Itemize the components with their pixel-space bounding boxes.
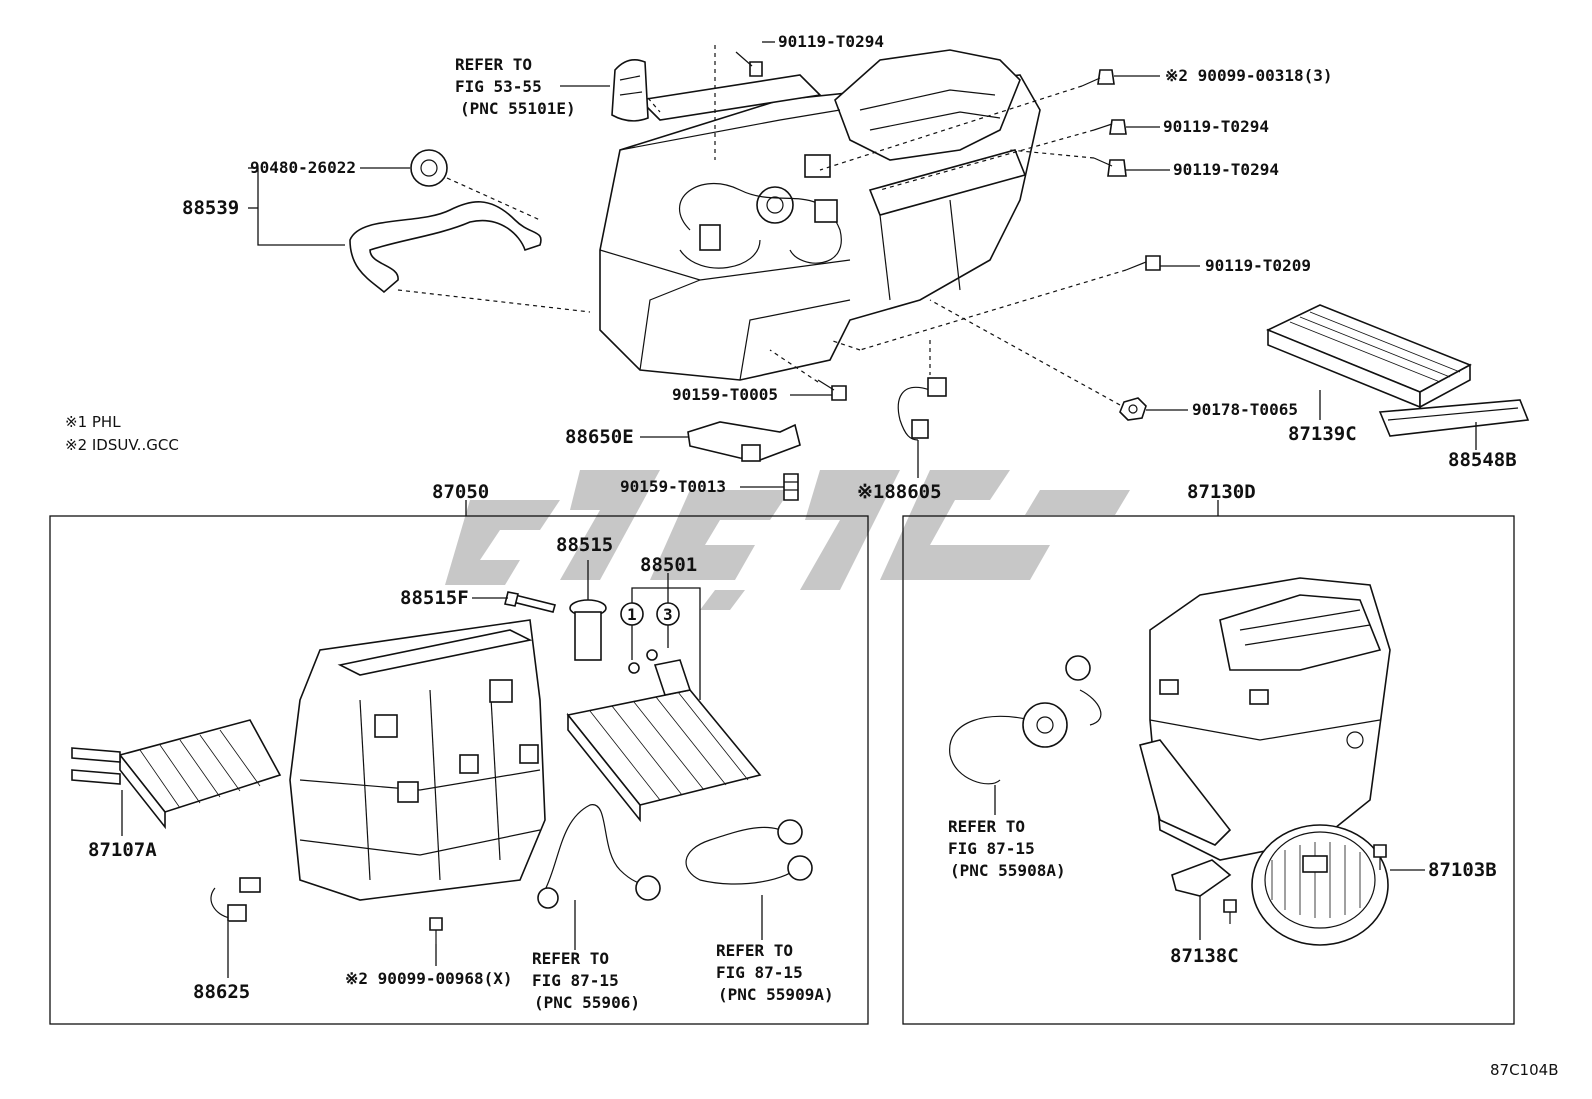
refer-fig53-line3: (PNC 55101E) — [460, 99, 576, 118]
label-90119-T0209: 90119-T0209 — [1205, 256, 1311, 275]
refer-55906-line2: FIG 87-15 — [532, 971, 619, 990]
refer-fig53-line1: REFER TO — [455, 55, 532, 74]
label-87103B: 87103B — [1428, 859, 1497, 881]
evaporator-part — [566, 659, 762, 823]
sensor-part — [687, 421, 801, 462]
label-87107A: 87107A — [88, 839, 157, 861]
label-90119-T0294-b: 90119-T0294 — [1163, 117, 1269, 136]
o-ring-part — [628, 649, 658, 674]
label-90480-26022: 90480-26022 — [250, 158, 356, 177]
box-87050-title: 87050 — [432, 481, 489, 503]
note-2: ※2 IDSUV..GCC — [65, 436, 179, 454]
diagram-id: 87C104B — [1490, 1061, 1558, 1079]
refer-fig53-line2: FIG 53-55 — [455, 77, 542, 96]
watermark-logo — [445, 470, 1130, 610]
bolt-icon — [1093, 157, 1127, 177]
label-90099-00318: ※2 90099-00318(3) — [1165, 66, 1333, 85]
bolt-icon — [817, 379, 847, 401]
callout-circle-3: 3 — [656, 602, 680, 626]
callout-1-text: 1 — [627, 605, 637, 624]
box-87050: 87050 — [49, 481, 869, 1025]
callout-3-text: 3 — [663, 605, 673, 624]
expansion-valve-part — [569, 599, 607, 661]
blower-motor-part — [1251, 824, 1389, 946]
resistor-part — [1171, 859, 1232, 897]
label-88501: 88501 — [640, 554, 697, 576]
connector-part — [210, 877, 261, 922]
refer-55908A-line3: (PNC 55908A) — [950, 861, 1066, 880]
notes: ※1 PHL ※2 IDSUV..GCC — [65, 413, 179, 454]
note-1: ※1 PHL — [65, 413, 121, 431]
dashed-leader-lines — [397, 45, 1127, 406]
label-88539: 88539 — [182, 197, 239, 219]
label-87138C: 87138C — [1170, 945, 1239, 967]
wire-sensor-part — [685, 819, 813, 885]
top-labels: REFER TO FIG 53-55 (PNC 55101E) 90119-T0… — [182, 32, 1517, 503]
nut-icon — [1119, 397, 1147, 421]
label-90119-T0294-a: 90119-T0294 — [778, 32, 884, 51]
bolt-icon — [1093, 119, 1127, 135]
wire-sensor-part — [537, 804, 661, 909]
label-88515: 88515 — [556, 534, 613, 556]
cabin-filter-part — [1266, 304, 1472, 409]
callout-circle-1: 1 — [620, 602, 644, 626]
screw-icon — [1223, 899, 1237, 924]
bolt-icon — [783, 473, 799, 501]
label-90159-T0005: 90159-T0005 — [672, 385, 778, 404]
refer-55909A-line3: (PNC 55909A) — [718, 985, 834, 1004]
filter-cover-part — [1378, 399, 1530, 437]
label-88650E: 88650E — [565, 426, 634, 448]
label-88605: ※188605 — [857, 481, 942, 503]
label-87139C: 87139C — [1288, 423, 1357, 445]
hose-part — [349, 201, 542, 294]
refer-55906-line3: (PNC 55906) — [534, 993, 640, 1012]
wire-sensor-part — [949, 655, 1102, 785]
label-90159-T0013: 90159-T0013 — [620, 477, 726, 496]
bolt-icon — [735, 51, 763, 77]
blower-case-part — [1139, 577, 1391, 861]
screw-icon — [429, 917, 443, 944]
refer-55909A-line1: REFER TO — [716, 941, 793, 960]
label-88548B: 88548B — [1448, 449, 1517, 471]
heater-case-part — [289, 619, 546, 901]
refer-55906-line1: REFER TO — [532, 949, 609, 968]
grommet-part — [410, 149, 448, 187]
screw-icon — [1373, 844, 1387, 870]
box-87130D: 87130D — [902, 481, 1515, 1025]
label-88515F: 88515F — [400, 587, 469, 609]
bolt-icon — [1125, 255, 1161, 271]
gasket-part — [611, 59, 649, 122]
hvac-unit-assembly — [599, 49, 1041, 381]
box-87130D-title: 87130D — [1187, 481, 1256, 503]
bolt-icon — [1081, 69, 1115, 87]
bolt-icon — [504, 591, 556, 613]
label-90119-T0294-c: 90119-T0294 — [1173, 160, 1279, 179]
refer-55908A-line1: REFER TO — [948, 817, 1025, 836]
label-90099-00968: ※2 90099-00968(X) — [345, 969, 513, 988]
label-88625: 88625 — [193, 981, 250, 1003]
heater-core-part — [71, 719, 282, 830]
refer-55909A-line2: FIG 87-15 — [716, 963, 803, 982]
refer-55908A-line2: FIG 87-15 — [948, 839, 1035, 858]
wire-harness-part — [897, 377, 947, 441]
label-90178-T0065: 90178-T0065 — [1192, 400, 1298, 419]
